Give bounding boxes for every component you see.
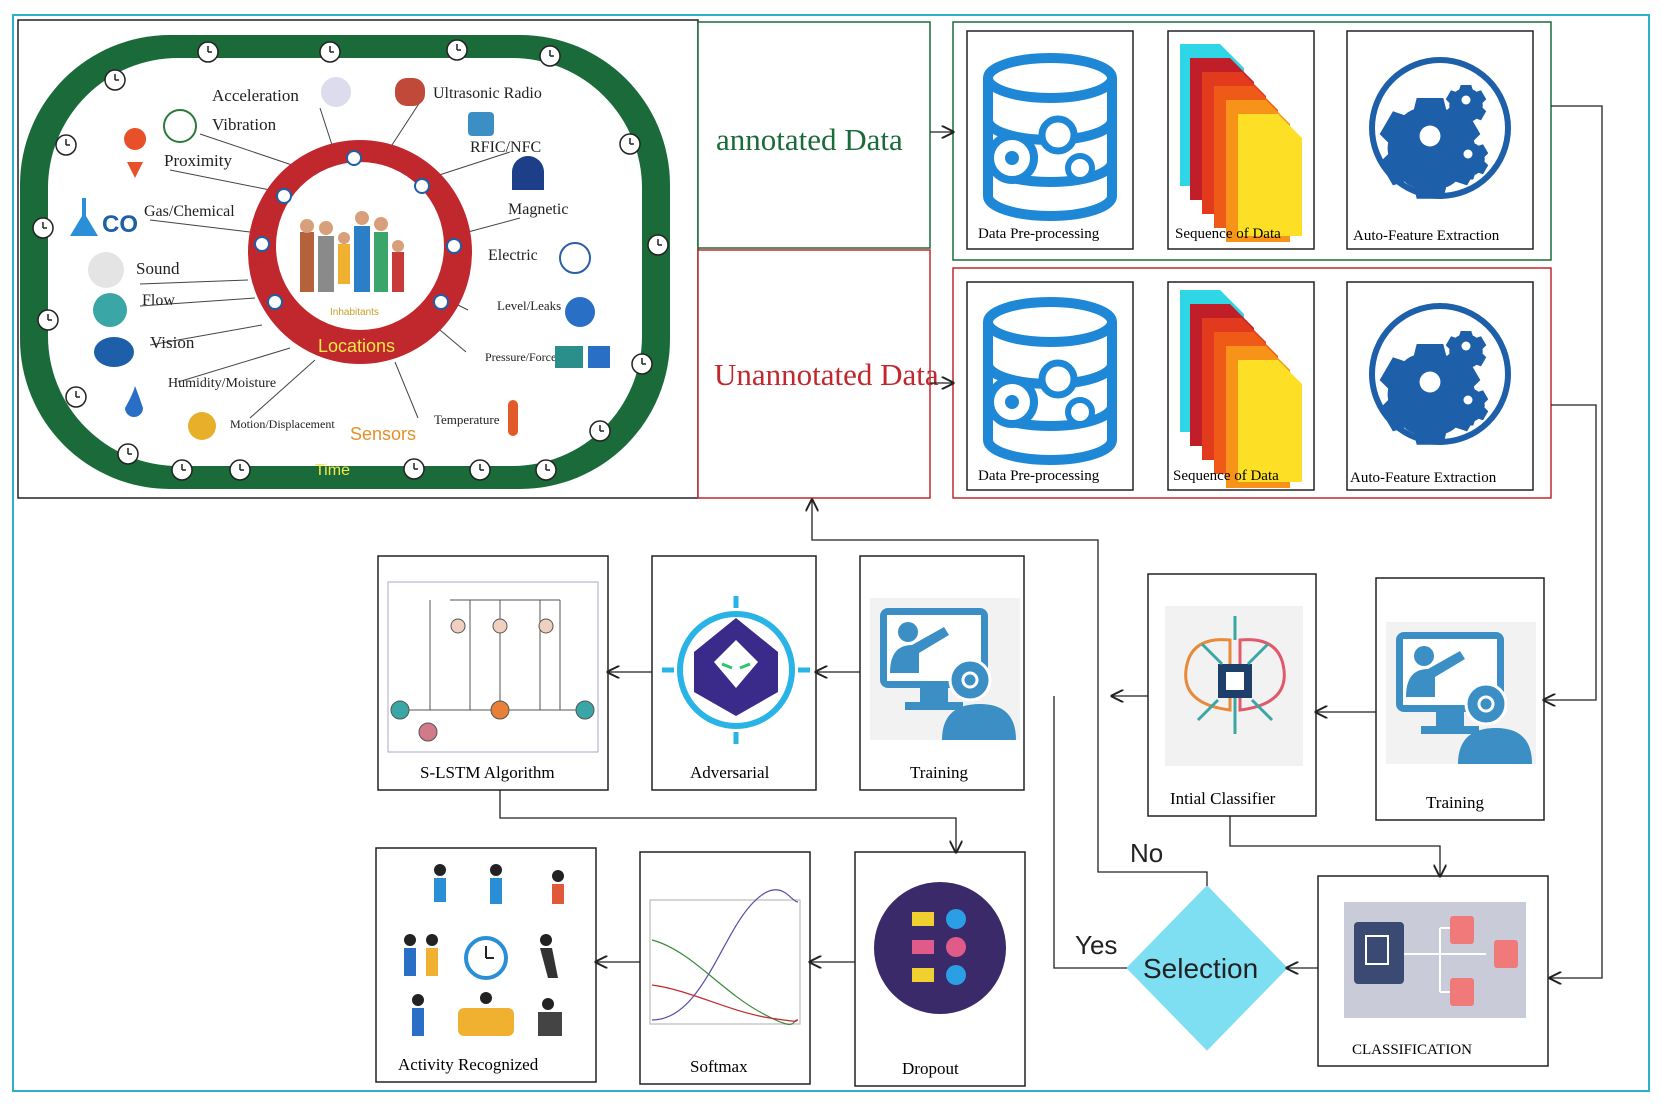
annotated-preprocessing-label: Data Pre-processing bbox=[978, 226, 1100, 242]
activity-recognized-label: Activity Recognized bbox=[398, 1055, 539, 1074]
softmax-box bbox=[639, 851, 811, 1085]
slstm-diagram-icon bbox=[387, 581, 599, 753]
vibration-icon bbox=[163, 109, 197, 143]
ultrasonic-label: Ultrasonic Radio bbox=[433, 85, 542, 102]
sound-icon bbox=[88, 252, 124, 288]
unannotated-data-title: Unannotated Data bbox=[714, 357, 939, 392]
no-label: No bbox=[1130, 838, 1163, 868]
classification-tree-icon bbox=[1344, 902, 1526, 1018]
proximity-icon bbox=[124, 128, 147, 178]
gas-icon bbox=[70, 198, 98, 236]
location-pins bbox=[254, 150, 462, 310]
activity-figures-icon bbox=[404, 864, 564, 1036]
softmax-label: Softmax bbox=[690, 1057, 748, 1076]
adversarial-hooded-icon bbox=[662, 596, 810, 744]
locations-label: Locations bbox=[318, 336, 395, 356]
flow-label: Flow bbox=[142, 292, 175, 309]
rfid-icon bbox=[468, 112, 494, 136]
ultrasonic-icon bbox=[395, 78, 425, 106]
softmax-plot-icon bbox=[649, 889, 801, 1025]
flow-icon bbox=[93, 293, 127, 327]
selection-diamond bbox=[1126, 885, 1288, 1051]
annotated-data-box bbox=[697, 21, 931, 249]
sensor-icons bbox=[70, 77, 610, 440]
humidity-icon bbox=[125, 386, 143, 417]
level-icon bbox=[565, 297, 595, 327]
sensors-label: Sensors bbox=[350, 424, 416, 444]
temperature-label: Temperature bbox=[434, 412, 500, 427]
training-presentation-icon bbox=[1384, 620, 1538, 766]
acceleration-icon bbox=[321, 77, 351, 107]
pressure-icon bbox=[555, 346, 583, 368]
vibration-label: Vibration bbox=[212, 115, 277, 134]
dropout-label: Dropout bbox=[902, 1059, 959, 1078]
yes-label: Yes bbox=[1075, 930, 1117, 960]
level-label: Level/Leaks bbox=[497, 298, 561, 313]
co-label: CO bbox=[102, 211, 138, 238]
motion-label: Motion/Displacement bbox=[230, 417, 335, 431]
pressure-label: Pressure/Force bbox=[485, 350, 556, 364]
pressure-sensor-icon bbox=[588, 346, 610, 368]
slstm-label: S-LSTM Algorithm bbox=[420, 763, 555, 782]
inhabitants-people-icon bbox=[300, 211, 404, 292]
training-mid-label: Training bbox=[910, 763, 968, 782]
magnetic-icon bbox=[512, 156, 544, 190]
annotated-feature-label: Auto-Feature Extraction bbox=[1353, 228, 1500, 244]
sound-label: Sound bbox=[136, 259, 180, 278]
time-label: Time bbox=[315, 462, 350, 479]
inhabitants-label: Inhabitants bbox=[330, 307, 379, 318]
sensor-connectors bbox=[139, 101, 521, 419]
gas-label: Gas/Chemical bbox=[144, 203, 235, 220]
outer-frame bbox=[12, 14, 1650, 1092]
unannotated-data-box bbox=[697, 249, 931, 499]
magnetic-label: Magnetic bbox=[508, 201, 568, 218]
motion-icon bbox=[188, 412, 216, 440]
humidity-label: Humidity/Moisture bbox=[168, 376, 276, 391]
annotated-sequence-label: Sequence of Data bbox=[1175, 226, 1281, 242]
rfid-label: RFIC/NFC bbox=[470, 139, 541, 156]
flow-arrows bbox=[499, 105, 1603, 978]
unannotated-preprocessing-label: Data Pre-processing bbox=[978, 468, 1100, 484]
training-right-label: Training bbox=[1426, 793, 1484, 812]
checklist-icon bbox=[874, 882, 1006, 1014]
vision-label: Vision bbox=[150, 333, 195, 352]
adversarial-label: Adversarial bbox=[690, 763, 770, 782]
ai-brain-chip-icon bbox=[1165, 606, 1303, 766]
vision-icon bbox=[94, 337, 134, 367]
unannotated-feature-box bbox=[1346, 281, 1534, 491]
selection-label: Selection bbox=[1143, 953, 1258, 984]
training-presentation-icon bbox=[868, 596, 1022, 742]
temperature-icon bbox=[508, 400, 518, 436]
proximity-label: Proximity bbox=[164, 151, 233, 170]
slstm-box bbox=[377, 555, 609, 791]
unannotated-feature-label: Auto-Feature Extraction bbox=[1350, 470, 1497, 486]
unannotated-sequence-label: Sequence of Data bbox=[1173, 468, 1279, 484]
electric-icon bbox=[559, 242, 591, 274]
initial-classifier-label: Intial Classifier bbox=[1170, 789, 1276, 808]
classification-label: CLASSIFICATION bbox=[1352, 1042, 1472, 1058]
acceleration-label: Acceleration bbox=[212, 86, 299, 105]
electric-label: Electric bbox=[488, 247, 538, 264]
annotated-data-title: annotated Data bbox=[716, 122, 903, 157]
